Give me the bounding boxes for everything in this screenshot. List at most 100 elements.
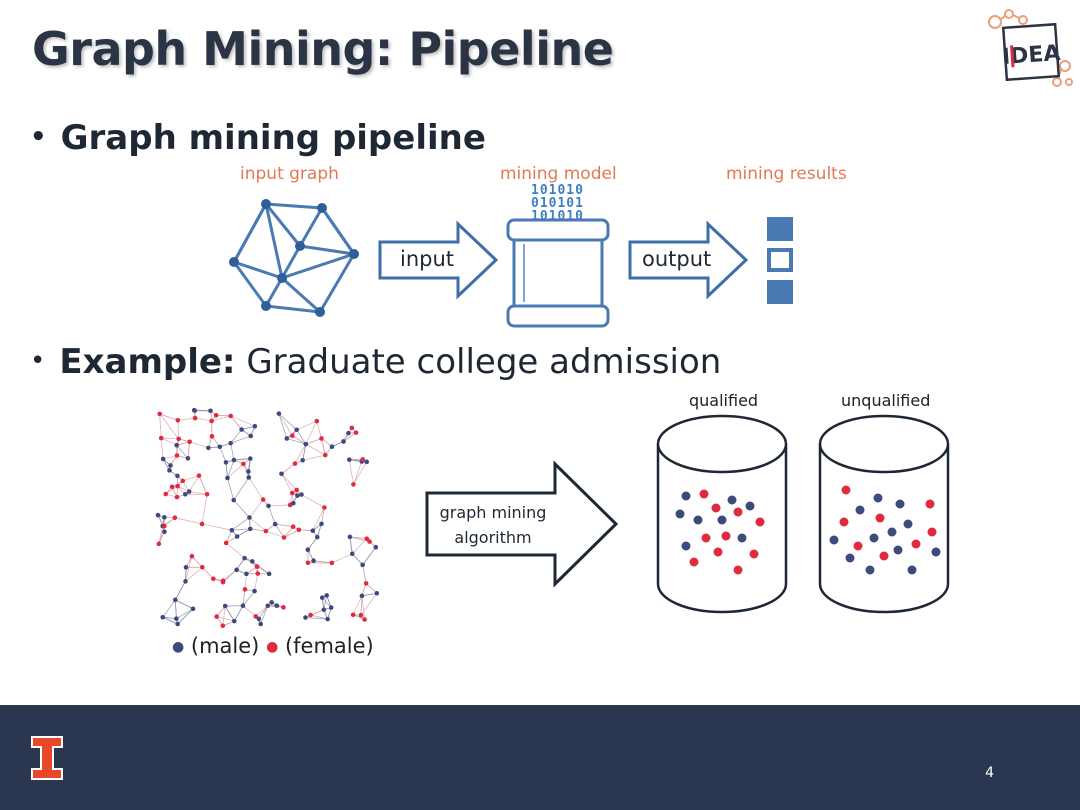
- binary-line-2: 010101: [531, 196, 584, 211]
- network-node: [346, 430, 351, 436]
- network-node: [175, 621, 180, 627]
- network-node: [160, 456, 166, 462]
- network-node: [360, 457, 366, 462]
- network-node: [156, 541, 162, 547]
- network-node: [222, 603, 228, 609]
- male-dot: [727, 495, 737, 505]
- gender-legend: ● (male) ● (female): [172, 634, 374, 658]
- male-dot: [681, 541, 691, 551]
- network-node: [329, 444, 335, 450]
- network-node: [260, 497, 266, 502]
- female-dot: [699, 489, 709, 499]
- network-node: [351, 482, 356, 487]
- network-node: [160, 614, 166, 620]
- network-node: [296, 527, 302, 533]
- male-dot: [865, 565, 875, 575]
- network-node: [303, 441, 309, 447]
- network-node: [192, 415, 198, 421]
- network-node: [162, 515, 167, 520]
- network-node: [247, 526, 253, 532]
- network-node: [308, 612, 313, 618]
- network-node: [300, 457, 305, 463]
- network-node: [362, 617, 367, 622]
- female-dot: [721, 531, 731, 541]
- network-node: [279, 471, 284, 477]
- male-dot: [887, 527, 897, 537]
- network-node: [210, 576, 216, 582]
- network-node: [180, 478, 186, 484]
- network-node: [311, 558, 316, 564]
- network-node: [328, 605, 334, 610]
- network-node: [158, 435, 164, 441]
- binary-line-1: 101010: [531, 183, 584, 198]
- network-node: [329, 560, 335, 566]
- network-node: [217, 444, 223, 450]
- network-node: [319, 595, 325, 600]
- network-node: [367, 539, 372, 544]
- network-node: [187, 439, 192, 445]
- network-node: [206, 445, 211, 451]
- network-node: [228, 413, 234, 419]
- network-node: [208, 408, 213, 414]
- network-node: [172, 515, 178, 520]
- network-node: [213, 412, 219, 418]
- network-node: [281, 605, 286, 610]
- female-dot: [853, 541, 863, 551]
- network-node: [347, 534, 353, 540]
- network-node: [274, 603, 280, 609]
- network-node: [319, 436, 324, 441]
- qualified-cylinder: [656, 414, 788, 614]
- algorithm-arrow: [425, 460, 619, 588]
- male-dot: [869, 533, 879, 543]
- bullet-pipeline-text: Graph mining pipeline: [60, 118, 486, 158]
- network-node: [250, 559, 255, 564]
- network-node: [294, 427, 300, 433]
- network-node: [169, 484, 175, 490]
- network-node: [241, 461, 246, 467]
- input-graph-label: input graph: [240, 164, 339, 184]
- network-node: [290, 524, 296, 530]
- network-node: [290, 433, 295, 439]
- network-node: [242, 555, 247, 561]
- network-node: [168, 463, 173, 468]
- network-node: [175, 473, 180, 479]
- algorithm-label-line2: algorithm: [454, 528, 532, 547]
- network-node: [244, 571, 249, 577]
- male-dot: [681, 491, 691, 501]
- female-dot: [733, 565, 743, 575]
- male-dot: [855, 505, 865, 515]
- network-node: [289, 490, 295, 496]
- male-dot: [675, 509, 685, 519]
- bullet-dot: •: [30, 345, 46, 376]
- network-node: [276, 411, 282, 416]
- network-node: [295, 493, 300, 498]
- male-dot: [737, 533, 747, 543]
- network-node: [303, 615, 308, 620]
- female-dot: [879, 551, 889, 561]
- female-dot: [713, 547, 723, 557]
- network-node: [234, 534, 240, 539]
- network-node: [209, 418, 214, 424]
- network-node: [341, 439, 346, 444]
- network-node: [174, 442, 180, 448]
- male-dot-icon: ●: [172, 639, 185, 655]
- network-node: [254, 564, 260, 569]
- mining-results-icon: [767, 217, 793, 304]
- idea-logo-text: IDEA: [1001, 41, 1061, 70]
- network-node: [291, 500, 296, 506]
- network-node: [204, 491, 210, 497]
- male-dot: [873, 493, 883, 503]
- network-node: [266, 571, 272, 577]
- network-node: [163, 491, 169, 497]
- female-dot: [711, 503, 721, 513]
- result-cylinders: [656, 414, 950, 614]
- network-node: [174, 494, 180, 500]
- network-node: [374, 590, 380, 596]
- unqualified-cylinder: [818, 414, 950, 614]
- bullet-example: •Example: Graduate college admission: [30, 342, 721, 382]
- network-node: [252, 588, 257, 594]
- network-node: [220, 579, 226, 585]
- network-node: [319, 521, 324, 527]
- female-dot: [839, 517, 849, 527]
- network-node: [240, 603, 246, 608]
